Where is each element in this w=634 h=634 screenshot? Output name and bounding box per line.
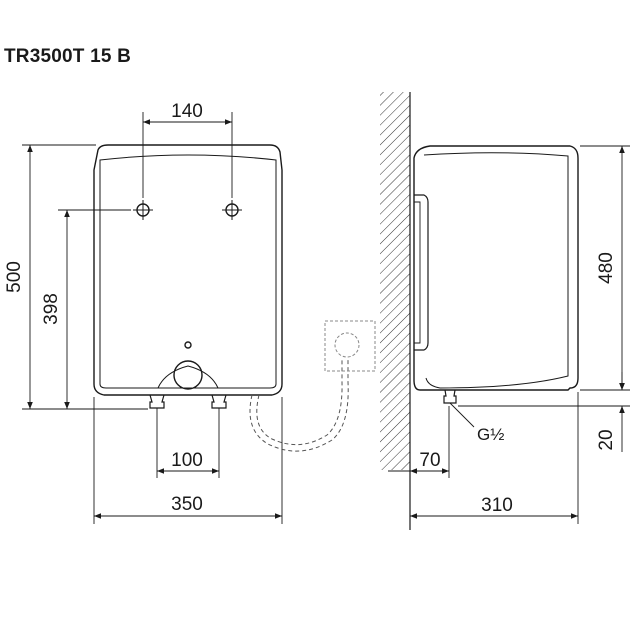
wall-outlet-icon [324,320,376,372]
front-view [22,112,283,524]
heater-body-front [93,144,283,396]
side-view [380,92,630,530]
heater-body-side [413,145,579,391]
connection-leader [449,402,475,428]
dim-label-bottom-offset: 20 [596,429,617,450]
front-extension-lines [22,112,283,524]
bottom-bulge [157,365,219,389]
thermostat-knob-icon [173,360,203,390]
top-inlet-left-icon [133,200,153,220]
indicator-light-icon [184,341,192,349]
dim-label-total-height: 500 [4,261,25,293]
dim-label-total-width: 350 [171,494,203,515]
top-inlet-right-icon [222,200,242,220]
dim-label-depth: 310 [481,495,513,516]
bracket-inner [414,201,421,344]
side-extension-lines [448,145,630,524]
dim-label-bottom-spacing: 100 [171,450,203,471]
bottom-pipe-right-icon [211,394,227,409]
dim-label-top-spacing: 140 [171,101,203,122]
mounting-bracket [414,194,429,351]
dim-label-inlet-height: 398 [41,293,62,325]
bottom-pipe-left-icon [149,394,165,409]
connection-thread-label: G½ [477,425,504,444]
side-body-inner [423,152,569,389]
power-cable [249,360,349,452]
wall-hatch [380,92,410,470]
dim-label-wall-clearance: 70 [419,450,440,471]
front-panel-inner [99,154,277,389]
model-title: TR3500T 15 B [4,46,132,67]
side-bottom-pipe-icon [443,389,457,404]
dim-label-body-height: 480 [596,252,617,284]
